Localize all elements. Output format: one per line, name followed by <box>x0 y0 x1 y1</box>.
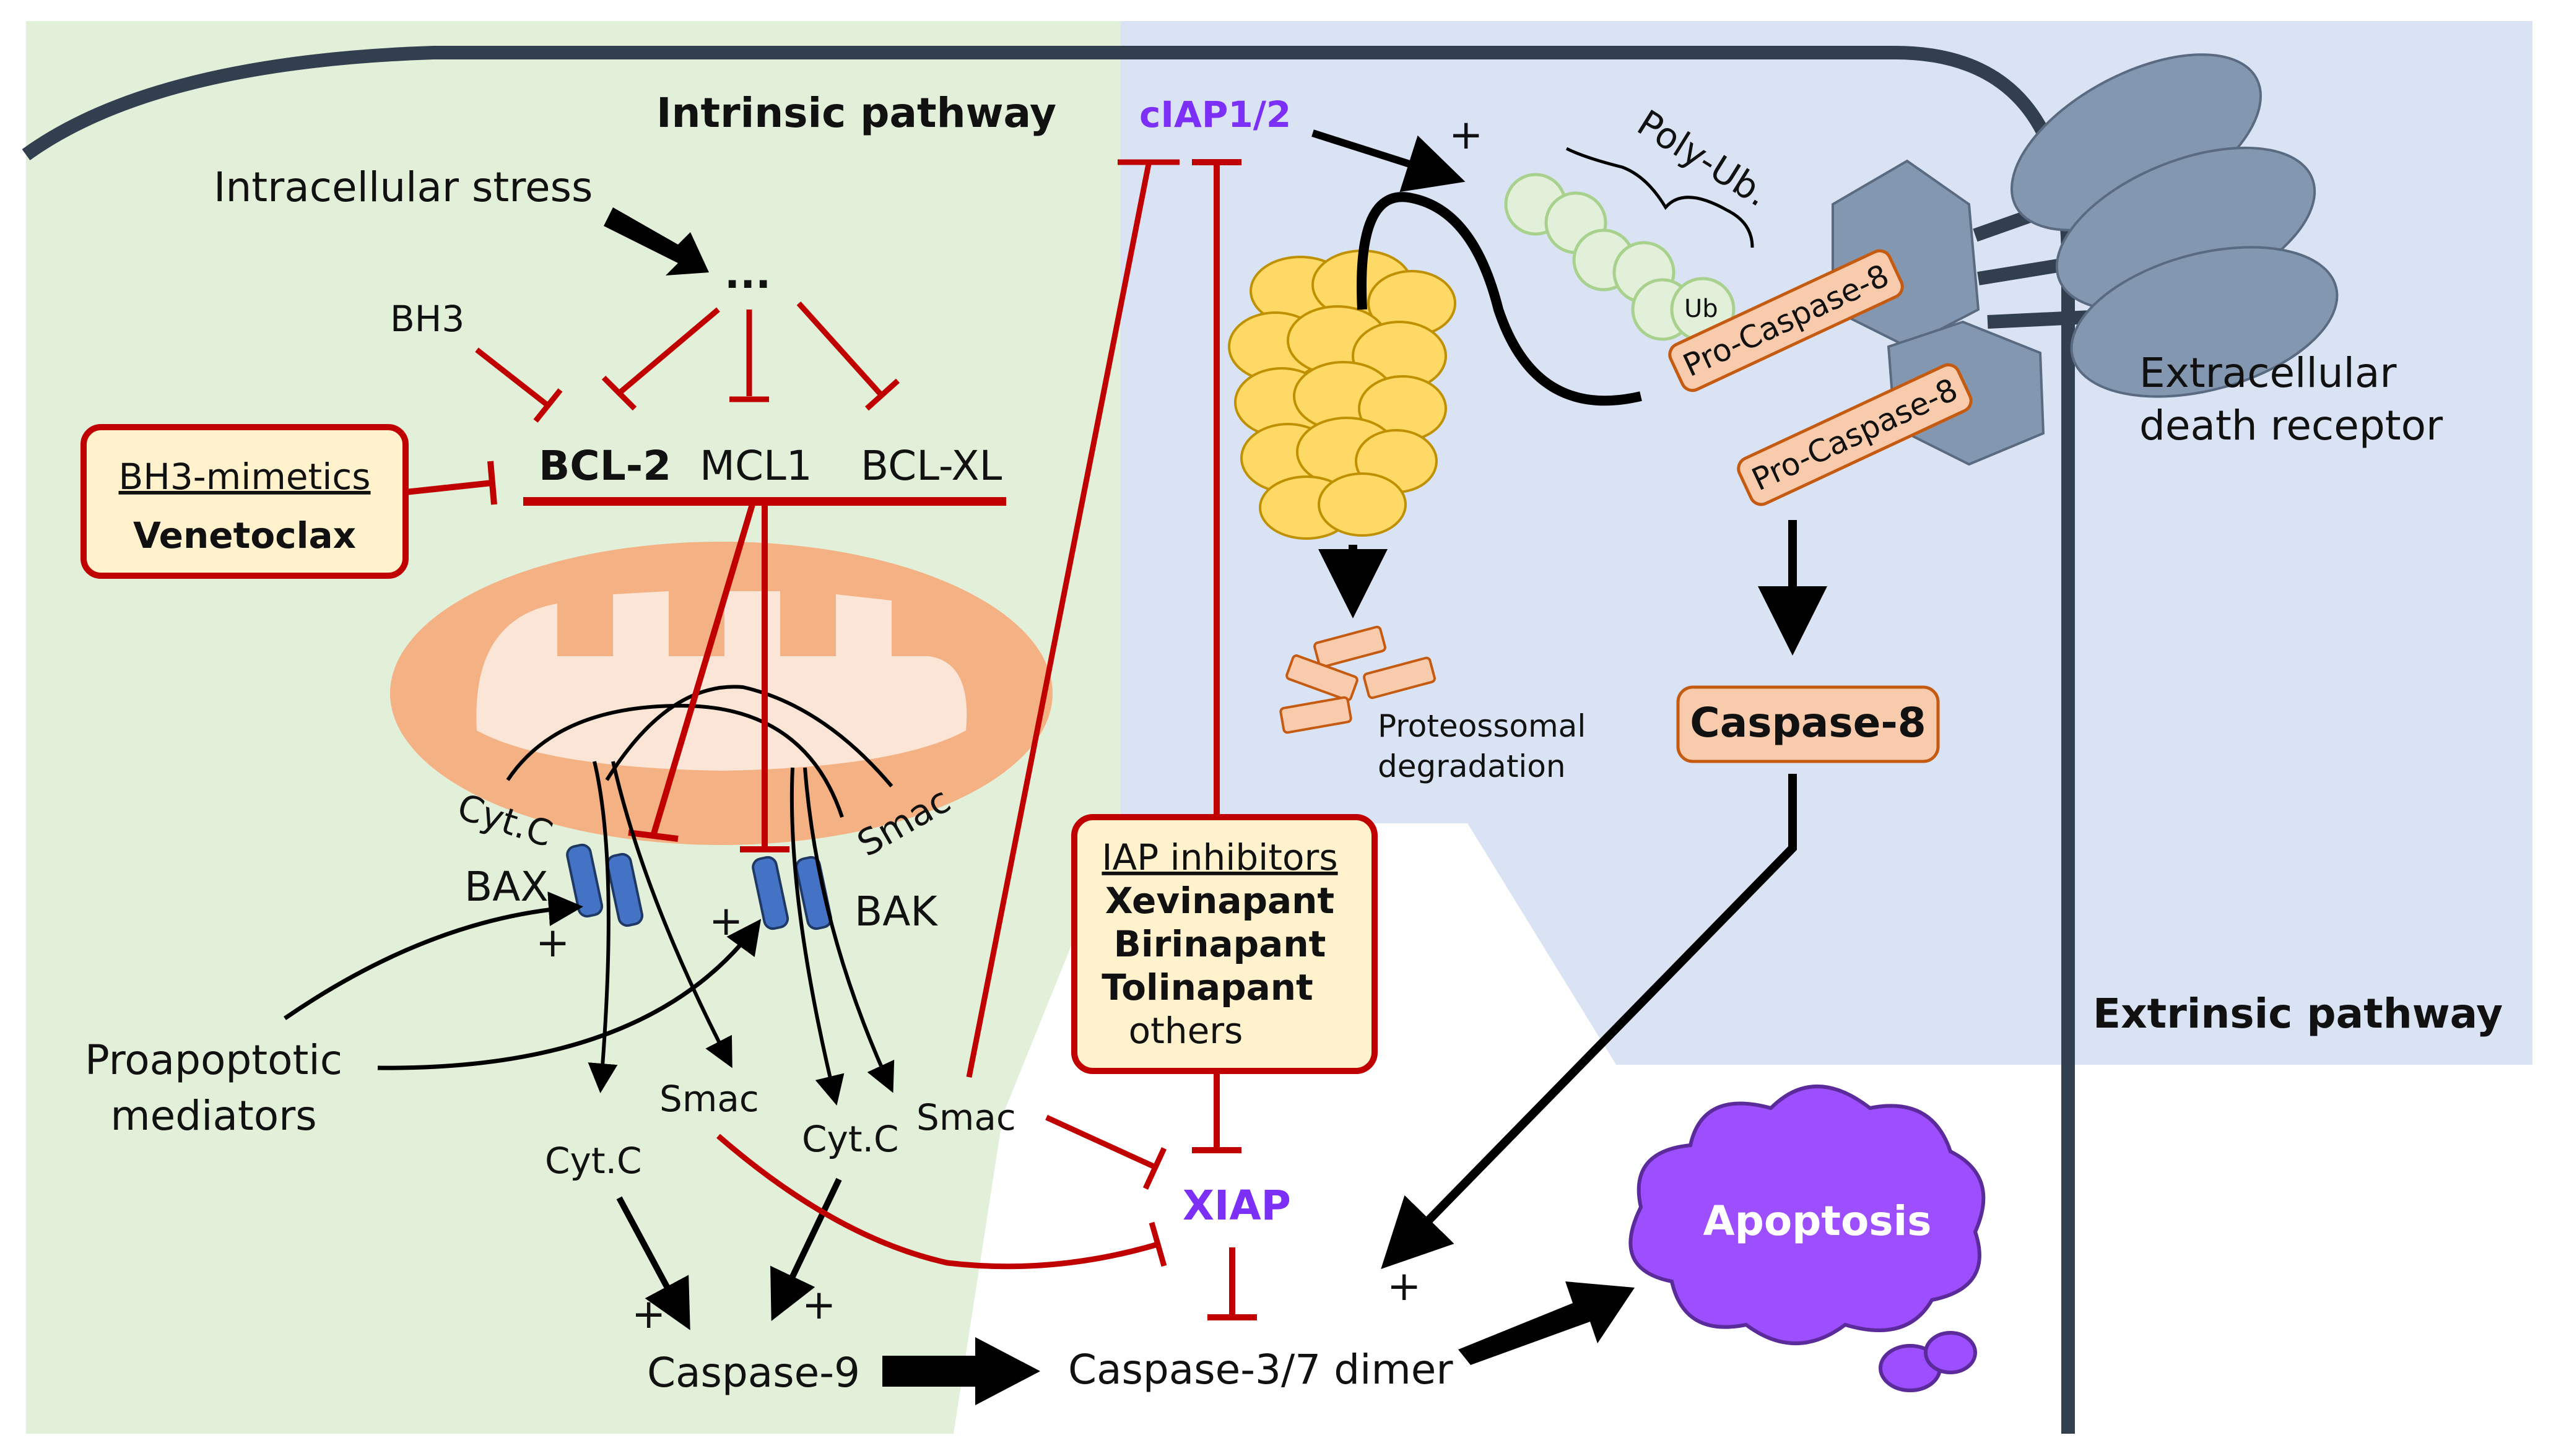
xevinapant-label: Xevinapant <box>1105 880 1334 922</box>
bcl-to-channel-inhibitions <box>628 503 789 852</box>
xiap-label: XIAP <box>1183 1182 1291 1229</box>
ellipsis-inhibitions <box>601 301 900 411</box>
intrinsic-pathway-title: Intrinsic pathway <box>656 89 1056 137</box>
xiap-inhibits-caspase37 <box>1207 1247 1257 1320</box>
stress-arrow <box>604 207 709 275</box>
ciap-to-ub-arrow <box>1311 129 1466 193</box>
extracellular-label-line2: death receptor <box>2139 402 2443 449</box>
degradation-fragments <box>1279 625 1436 734</box>
mitochondrion-inner <box>476 591 967 771</box>
caspase9-to-caspase37-arrow <box>882 1337 1040 1405</box>
bak-channel <box>752 856 833 930</box>
ubiquitin-chain <box>1504 173 1736 342</box>
caspase8-to-caspase37-arrow <box>1381 774 1797 1270</box>
smac-left-label: Smac <box>659 1078 759 1120</box>
intracellular-stress-label: Intracellular stress <box>214 163 593 211</box>
bh3-label: BH3 <box>390 298 464 340</box>
caspase8-box <box>1676 685 1940 763</box>
ciap-plus: + <box>1449 111 1483 158</box>
caspase9-plus-right: + <box>802 1281 836 1328</box>
poly-ub-brace <box>1565 147 1754 248</box>
proapoptotic-label-line1: Proapoptotic <box>85 1036 342 1084</box>
mcl1-label: MCL1 <box>700 442 812 490</box>
bax-label: BAX <box>464 863 549 911</box>
caspase9-label: Caspase-9 <box>647 1349 860 1397</box>
venetoclax-label: Venetoclax <box>133 514 356 557</box>
caspase37-to-apoptosis-arrow <box>1458 1281 1635 1365</box>
smac-inhibits-xiap <box>716 1114 1167 1270</box>
caspase8-plus: + <box>1387 1262 1421 1310</box>
mito-release-curves <box>506 685 893 818</box>
apoptosis-cloud <box>1628 1085 1986 1392</box>
ciap-label: cIAP1/2 <box>1139 93 1291 136</box>
iap-inhibitors-inhibitions <box>1192 159 1241 1153</box>
release-arrows <box>588 761 895 1106</box>
proapoptotic-arrows <box>284 891 762 1070</box>
proteasomal-label-line2: degradation <box>1378 748 1566 784</box>
extrinsic-pathway-title: Extrinsic pathway <box>2093 990 2503 1038</box>
iap-inhibitors-box <box>1071 814 1378 1074</box>
caspase37-label: Caspase-3/7 dimer <box>1068 1346 1453 1393</box>
ubiquitin-chain-link <box>1357 192 1642 406</box>
proapoptotic-label-line2: mediators <box>110 1092 316 1140</box>
caspase8-label: Caspase-8 <box>1690 699 1926 747</box>
cytc-left-label: Cyt.C <box>545 1140 642 1182</box>
cytc-to-caspase9-arrows <box>616 1177 842 1330</box>
ub-label: Ub <box>1684 295 1718 323</box>
iap-inhibitors-label: IAP inhibitors <box>1102 836 1337 878</box>
bclxl-label: BCL-XL <box>861 442 1002 490</box>
proteasomal-label-line1: Proteossomal <box>1378 708 1586 744</box>
others-label: others <box>1129 1010 1243 1052</box>
smac-inhibits-ciap <box>966 159 1180 1078</box>
bh3-mimetics-label: BH3-mimetics <box>119 456 371 498</box>
bcl2-label: BCL-2 <box>539 442 671 490</box>
cytc-right-label: Cyt.C <box>802 1118 899 1160</box>
birinapant-label: Birinapant <box>1114 923 1326 965</box>
smac-right-label: Smac <box>916 1096 1016 1138</box>
bh3-inhibition <box>475 347 563 423</box>
stress-ellipsis: ... <box>724 250 771 298</box>
venetoclax-inhibition <box>405 461 497 505</box>
bak-label: BAK <box>854 888 938 935</box>
bak-plus: + <box>709 897 743 945</box>
bax-channel <box>566 843 644 927</box>
caspase9-plus-left: + <box>632 1290 666 1338</box>
bax-plus: + <box>536 919 570 966</box>
extracellular-label-line1: Extracellular <box>2139 349 2397 397</box>
bh3-mimetics-box <box>80 424 409 579</box>
apoptosis-label: Apoptosis <box>1703 1197 1932 1245</box>
tolinapant-label: Tolinapant <box>1102 966 1313 1008</box>
